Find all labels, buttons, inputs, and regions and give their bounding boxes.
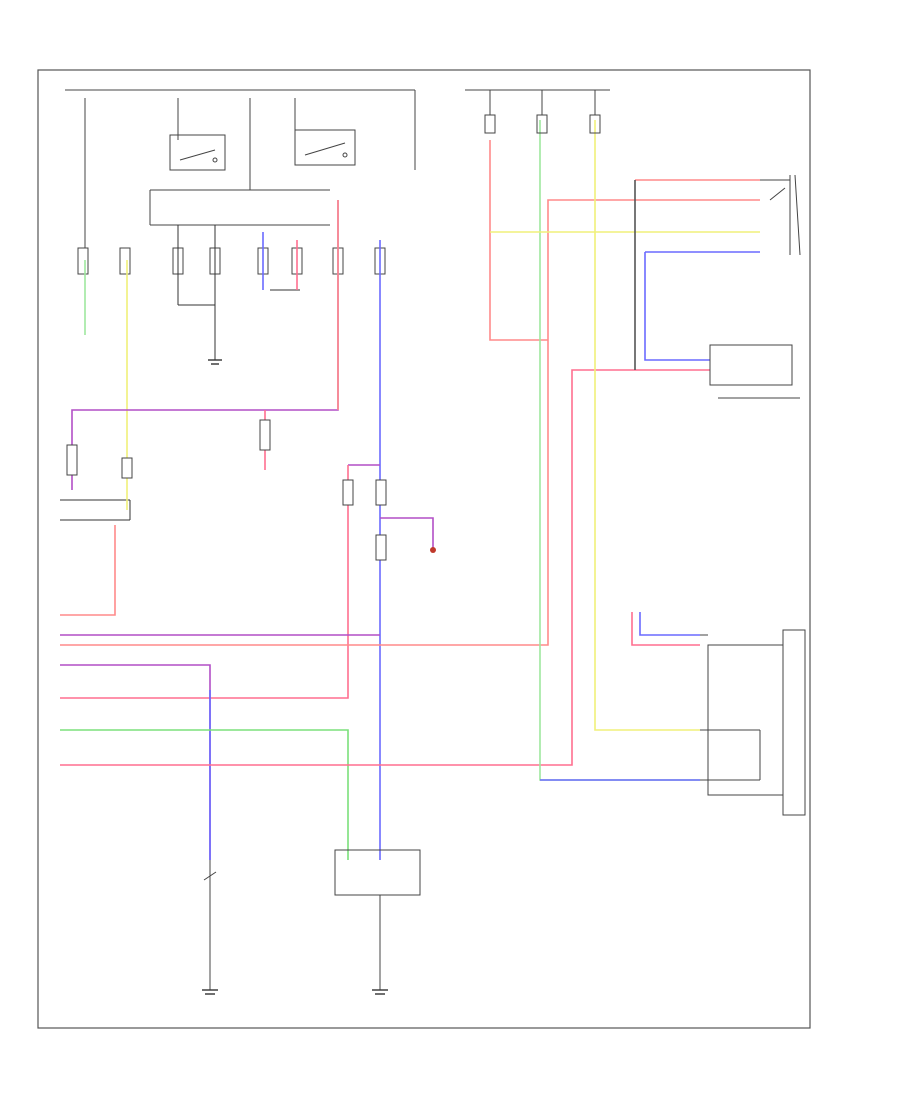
wire-purple-bus-2	[60, 664, 211, 860]
top-power-bus	[65, 89, 416, 250]
wires-black-left	[60, 225, 300, 521]
wire-blue-module	[639, 612, 700, 636]
wire-red-left-switch	[60, 525, 116, 616]
wire-purple-branch	[380, 517, 434, 550]
wire-pink-bus-low	[60, 369, 710, 766]
relay-left	[169, 134, 226, 171]
wire-green-top-right	[539, 120, 700, 781]
ground-symbol-top	[208, 359, 222, 365]
wire-pink-drop	[60, 465, 349, 699]
wires-colored	[60, 120, 760, 860]
wire-red-top-right	[489, 140, 548, 341]
wire-red-purple	[71, 200, 339, 490]
diagram-frame	[37, 69, 811, 1029]
fuse-column-top-right	[465, 89, 610, 134]
switch-right	[760, 174, 801, 256]
wire-pink-bus	[60, 199, 760, 646]
lower-switches	[203, 849, 421, 990]
wire-pink-module	[631, 612, 700, 646]
connector-row-mid	[66, 419, 387, 561]
terminal-dot	[430, 547, 436, 553]
ground-symbols-bottom	[202, 989, 388, 995]
wire-blue-right-down	[644, 252, 710, 361]
wire-yellow-top-right	[594, 120, 700, 731]
relay-right	[294, 129, 356, 166]
component-box-right	[709, 344, 793, 386]
connector-row-upper	[77, 247, 386, 275]
wire-green-bus	[60, 729, 349, 860]
control-module	[700, 629, 806, 816]
